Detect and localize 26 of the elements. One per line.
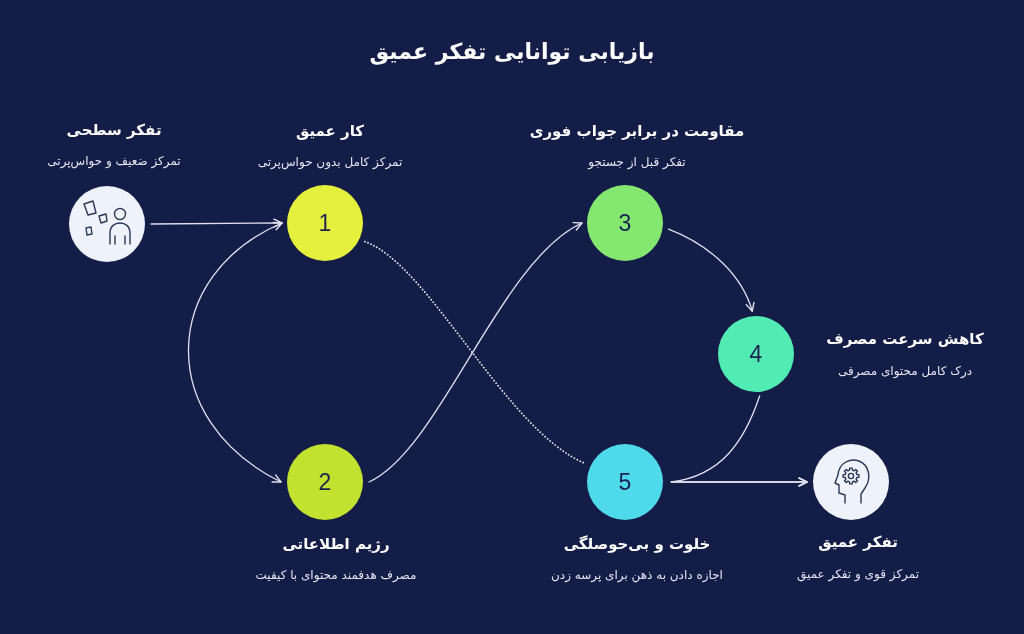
heading: کاهش سرعت مصرف [826,330,984,350]
description: مصرف هدفمند محتوای با کیفیت [255,568,417,584]
heading: خلوت و بی‌حوصلگی [563,535,711,555]
step-number: 5 [618,470,632,494]
arrow [150,218,283,228]
heading: تفکر عمیق [818,533,898,553]
step-number: 1 [318,211,332,235]
description: تمرکز ضعیف و حواس‌پرتی [47,154,181,170]
description: درک کامل محتوای مصرفی [837,364,973,380]
step-number: 4 [749,342,763,366]
heading: مقاومت در برابر جواب فوری [529,122,745,142]
description: تمرکز قوی و تفکر عمیق [797,567,919,583]
arrow [670,477,808,487]
step-number: 3 [618,211,632,235]
description: تفکر قبل از جستجو [588,155,686,171]
heading: تفکر سطحی [66,121,162,141]
dotted-line [364,240,586,465]
heading: رژیم اطلاعاتی [282,535,390,555]
description: اجازه دادن به ذهن برای پرسه زدن [551,568,723,584]
heading: کار عمیق [295,122,365,142]
arrow [368,222,583,483]
arrow [667,228,755,312]
step-number: 2 [318,470,332,494]
double-arrow [187,222,283,483]
title: بازیابی توانایی تفکر عمیق [369,37,655,67]
description: تمرکز کامل بدون حواس‌پرتی [257,155,403,171]
